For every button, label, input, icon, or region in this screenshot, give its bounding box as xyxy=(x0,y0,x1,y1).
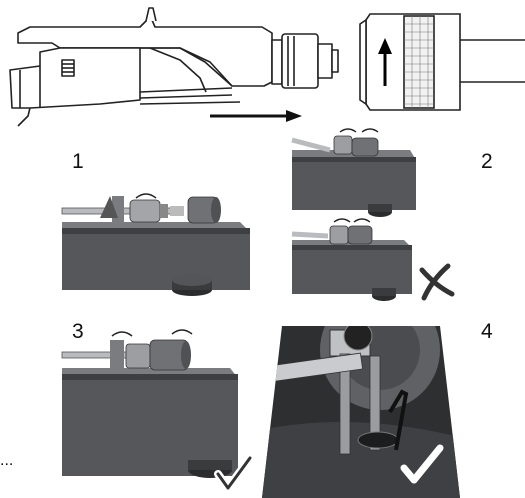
step2-top-illustration xyxy=(291,128,416,217)
step-number-3: 3 xyxy=(72,320,84,343)
check-mark-icon xyxy=(400,444,444,484)
cross-mark-icon xyxy=(419,263,455,301)
step4-illustration xyxy=(262,326,460,498)
headshell-with-cartridge-icon xyxy=(9,7,339,127)
step2-bottom-illustration xyxy=(291,218,412,301)
trailing-ellipsis: ... xyxy=(0,452,14,469)
step-number-1: 1 xyxy=(72,150,84,173)
counterweight-with-up-arrow-icon xyxy=(359,13,525,111)
check-mark-outline xyxy=(216,456,252,490)
insert-direction-arrow xyxy=(210,110,302,122)
step1-illustration xyxy=(61,193,250,296)
step-number-4: 4 xyxy=(481,320,493,343)
step3-illustration xyxy=(61,329,238,478)
step-number-2: 2 xyxy=(481,150,493,173)
